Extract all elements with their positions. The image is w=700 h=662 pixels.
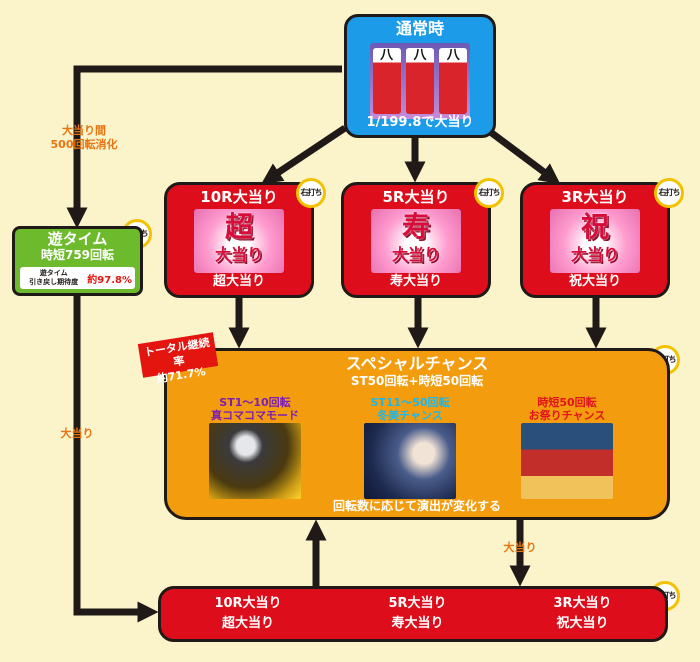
- jackpot-glyph: 超: [224, 210, 253, 243]
- mode-image-3: [521, 423, 613, 499]
- reel-3: 八: [439, 48, 468, 114]
- normal-time-box: 通常時 八 八 八 1/199.8で大当り: [344, 14, 496, 138]
- jackpot-image-3: 祝大当り: [550, 209, 640, 273]
- bottom-item-3r: 3R大当り 祝大当り: [553, 594, 611, 634]
- bottom-item-title: 10R大当り: [214, 596, 282, 611]
- jackpot-suffix: 大当り: [570, 245, 619, 264]
- right-hand-marker: 右打ち: [474, 178, 504, 208]
- mode-3: 時短50回転 お祭りチャンス: [512, 396, 622, 422]
- mode-range: ST11～50回転: [370, 396, 450, 409]
- asobi-note-line1: 遊タイム: [39, 269, 68, 277]
- jackpot-title: 10R大当り: [200, 188, 278, 206]
- reel-2-glyph: 八: [413, 48, 427, 63]
- jackpot-image-1: 超大当り: [194, 209, 284, 273]
- jackpot-box-3r: 3R大当り 祝大当り 祝大当り: [520, 182, 670, 298]
- jackpot-image-2: 寿大当り: [371, 209, 461, 273]
- jackpot-name: 祝大当り: [568, 274, 621, 289]
- mode-1: ST1～10回転 真コマコマモード: [200, 396, 310, 422]
- bottom-item-name: 寿大当り: [391, 616, 444, 631]
- mode-range: ST1～10回転: [219, 396, 291, 409]
- bottom-item-title: 5R大当り: [388, 596, 447, 611]
- mode-image-1: [209, 423, 301, 499]
- asobi-note-text: 遊タイム 引き戻し期待度: [20, 269, 87, 287]
- asobi-sub: 時短759回転: [40, 248, 115, 262]
- bottom-item-name: 超大当り: [222, 616, 275, 631]
- asobi-title: 遊タイム: [47, 230, 108, 248]
- jackpot-box-10r: 10R大当り 超大当り 超大当り: [164, 182, 314, 298]
- normal-prob: 1/199.8で大当り: [366, 115, 474, 130]
- arrow-normal-to-10r: [261, 125, 347, 184]
- left-label-bottom: 大当り: [60, 427, 94, 440]
- mode-image-2: [364, 423, 456, 499]
- line-asobi-to-bottom: [73, 296, 159, 623]
- special-arrow-label: 大当り: [503, 541, 537, 554]
- mode-2: ST11～50回転 冬美チャンス: [355, 396, 465, 422]
- bottom-item-5r: 5R大当り 寿大当り: [388, 594, 446, 634]
- jackpot-glyph: 寿: [401, 210, 430, 243]
- mode-name: 冬美チャンス: [377, 409, 443, 422]
- jackpot-name: 超大当り: [212, 274, 265, 289]
- mode-name: 真コマコマモード: [211, 409, 299, 422]
- jackpot-suffix: 大当り: [391, 245, 440, 264]
- jackpot-title: 5R大当り: [382, 188, 450, 206]
- left-label: 大当り間 500回転消化: [44, 124, 124, 152]
- reel-1-glyph: 八: [380, 48, 394, 63]
- normal-reels: 八 八 八: [370, 43, 470, 119]
- jackpot-title: 3R大当り: [561, 188, 629, 206]
- special-footer: 回転数に応じて演出が変化する: [332, 499, 501, 513]
- bottom-jackpot-bar: 10R大当り 超大当り 5R大当り 寿大当り 3R大当り 祝大当り: [158, 586, 668, 642]
- arrow-normal-to-3r: [482, 125, 561, 185]
- line-normal-to-asobi: [66, 65, 342, 229]
- bottom-item-10r: 10R大当り 超大当り: [214, 594, 281, 634]
- normal-title: 通常時: [395, 19, 444, 38]
- bottom-item-name: 祝大当り: [556, 616, 609, 631]
- jackpot-box-5r: 5R大当り 寿大当り 寿大当り: [341, 182, 491, 298]
- right-hand-marker: 右打ち: [296, 178, 326, 208]
- jackpot-suffix: 大当り: [214, 245, 263, 264]
- left-label-line1: 大当り間: [62, 124, 106, 137]
- asobi-time-box: 遊タイム 時短759回転 遊タイム 引き戻し期待度 約97.8%: [12, 226, 143, 296]
- jackpot-glyph: 祝: [580, 210, 609, 243]
- reel-3-glyph: 八: [446, 48, 460, 63]
- special-sub: ST50回転+時短50回転: [350, 374, 484, 388]
- jackpot-name: 寿大当り: [389, 274, 442, 289]
- right-hand-marker: 右打ち: [654, 178, 684, 208]
- asobi-note: 遊タイム 引き戻し期待度 約97.8%: [20, 267, 135, 289]
- special-title: スペシャルチャンス: [345, 354, 489, 373]
- mode-name: お祭りチャンス: [528, 409, 606, 422]
- left-label-line2: 500回転消化: [50, 138, 118, 151]
- reel-2: 八: [405, 48, 434, 114]
- asobi-note-line2: 引き戻し期待度: [29, 278, 79, 286]
- bottom-item-title: 3R大当り: [553, 596, 612, 611]
- mode-range: 時短50回転: [537, 396, 597, 409]
- reel-1: 八: [372, 48, 401, 114]
- asobi-rate: 約97.8%: [87, 274, 132, 286]
